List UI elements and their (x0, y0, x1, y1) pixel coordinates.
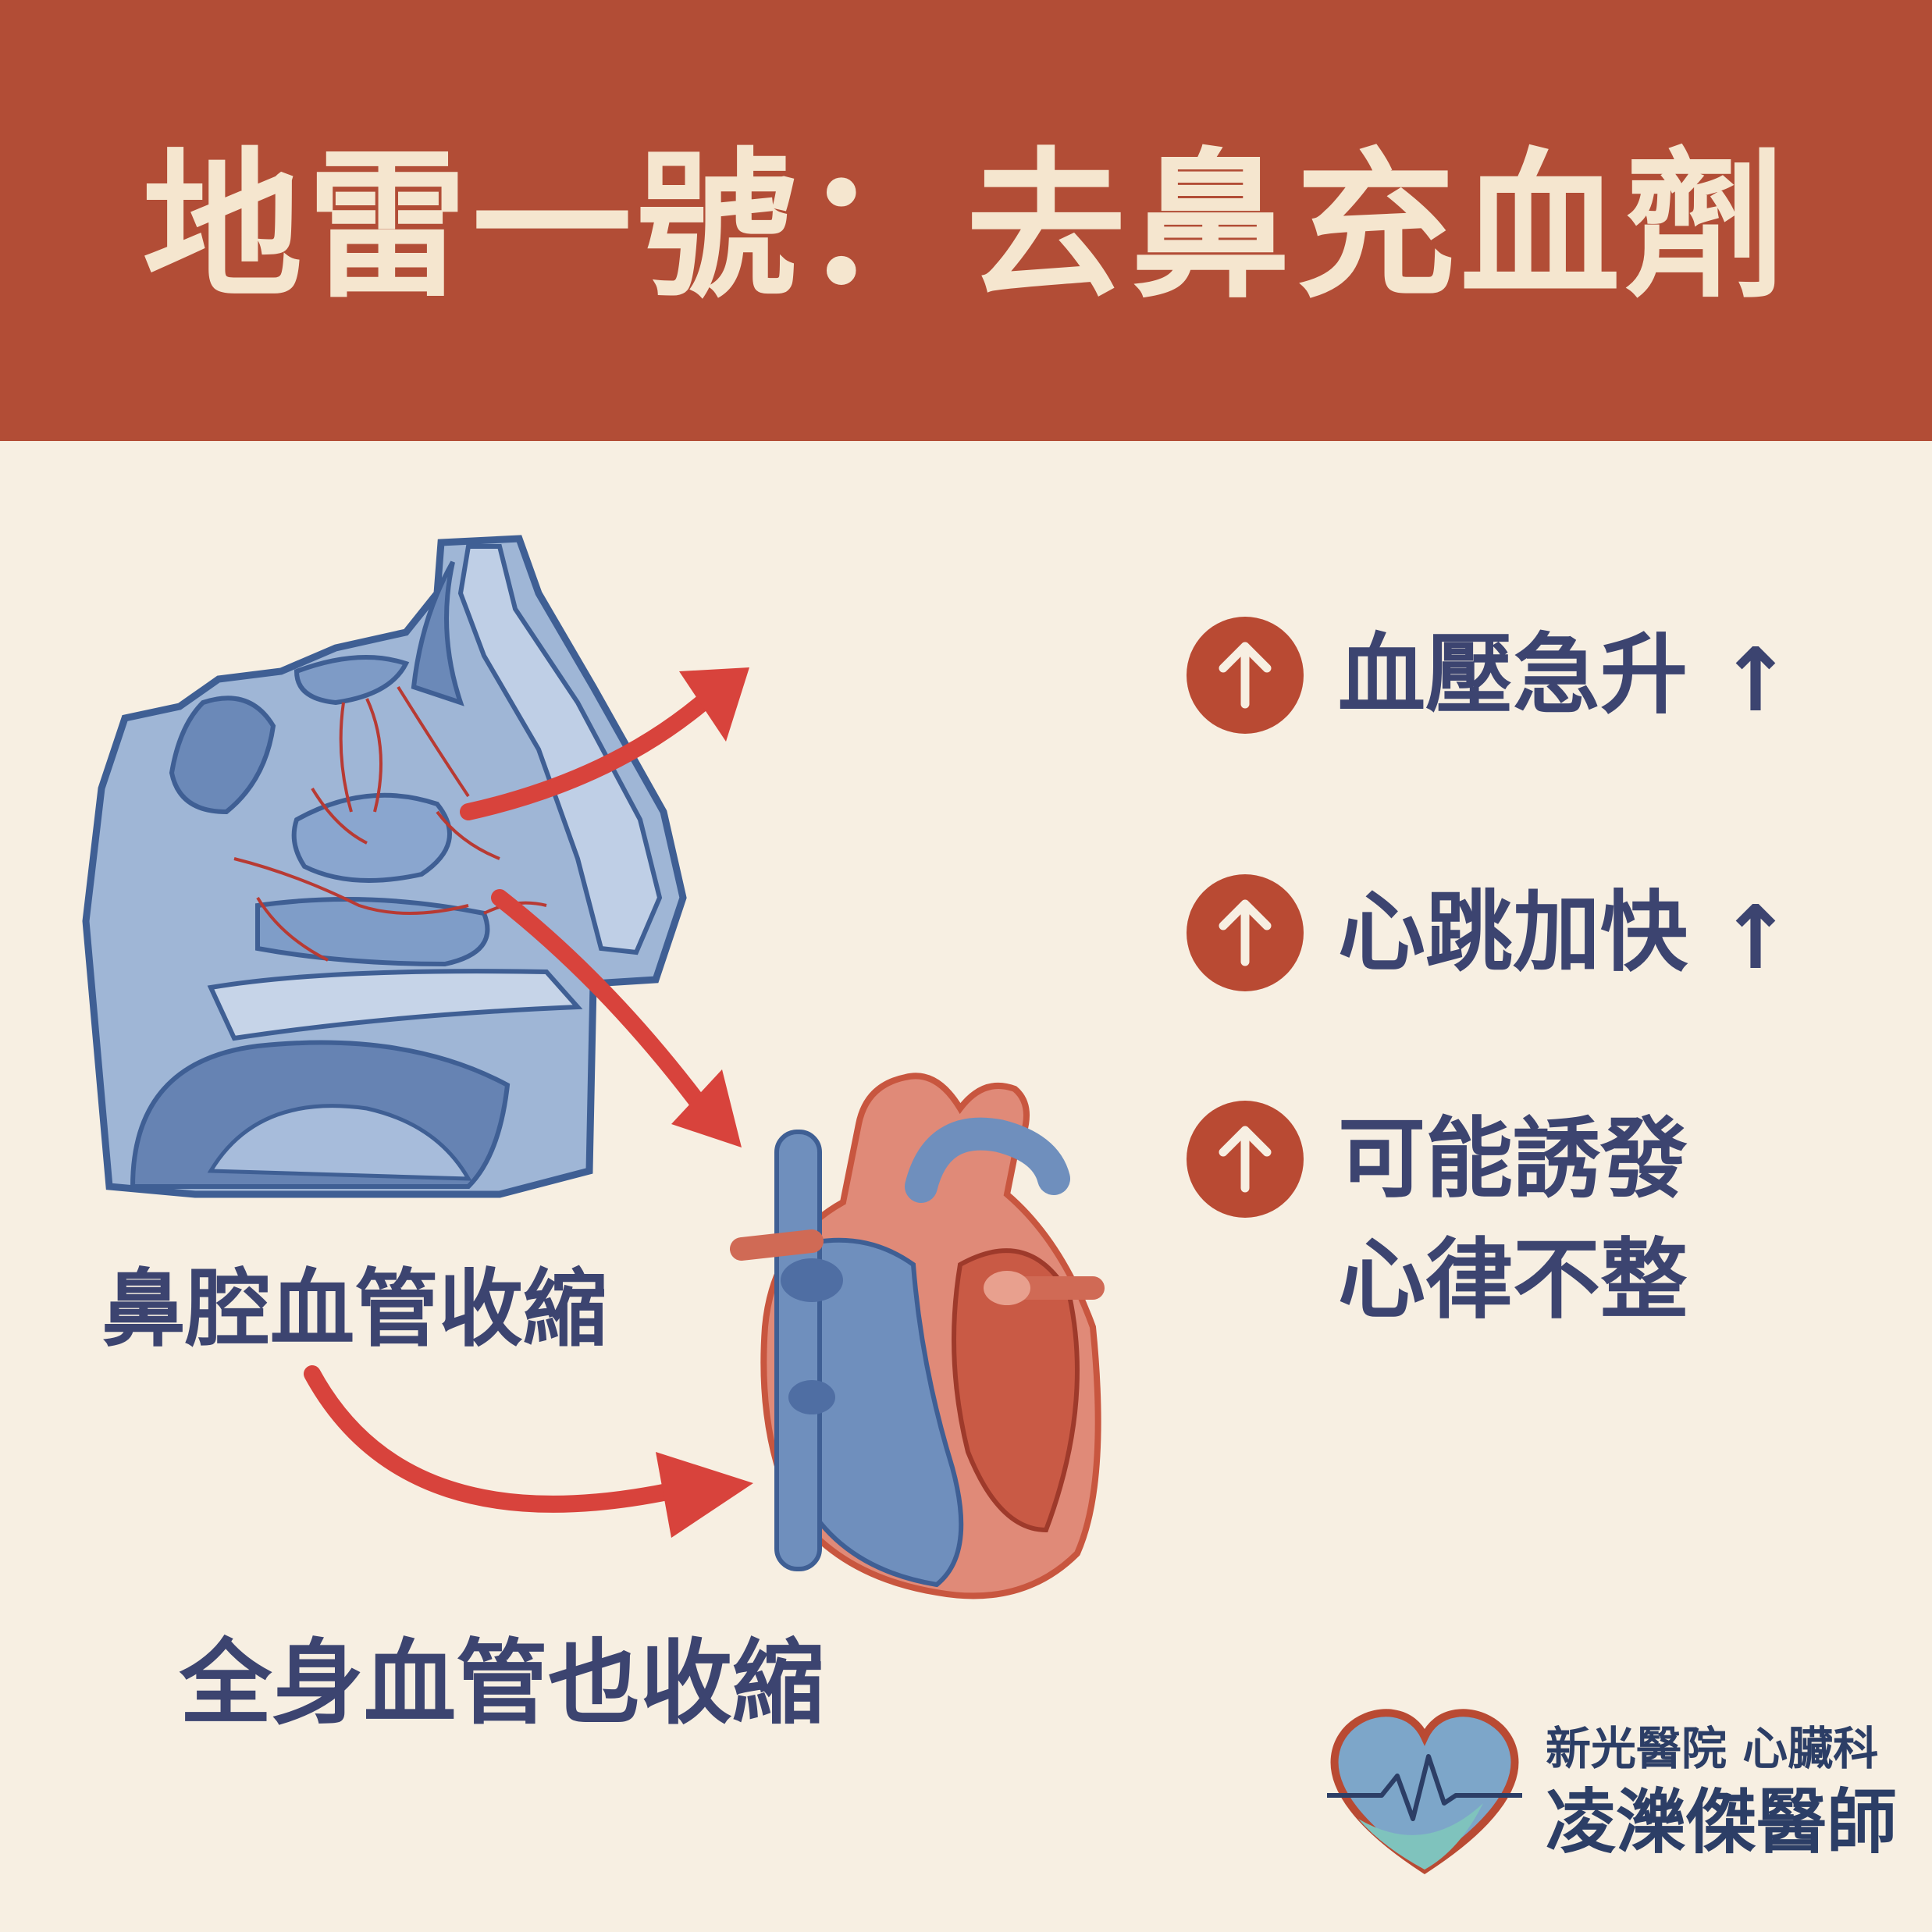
nasal-vessel-label: 鼻腔血管收縮 (101, 1261, 608, 1358)
up-arrow-icon: ↑ (1719, 888, 1792, 990)
effect-item-blood-pressure: 血壓急升 ↑ (1187, 617, 1792, 739)
arrow-nose-up (460, 667, 749, 820)
nasal-cavity-illustration (82, 535, 687, 1198)
up-arrow-icon (1187, 617, 1304, 734)
effect-label: 血壓急升 (1338, 624, 1688, 726)
hospital-department: 新光醫院 心臟科 (1546, 1722, 1879, 1775)
anatomy-illustration (82, 535, 1105, 1599)
doctor-name: 凌濼傑醫師 (1546, 1781, 1897, 1863)
title-banner: 地雷一號：去鼻充血劑 (0, 0, 1932, 441)
brand-signature: 新光醫院 心臟科 凌濼傑醫師 (1327, 1702, 1897, 1881)
effect-label: 心跳加快 (1338, 882, 1688, 984)
effect-item-arrhythmia: 可能誘發 心律不整 (1187, 1101, 1688, 1343)
effect-label-line1: 可能誘發 (1338, 1108, 1688, 1210)
effect-item-heart-rate: 心跳加快 ↑ (1187, 874, 1792, 997)
up-arrow-icon (1187, 1101, 1304, 1218)
arrow-nose-to-heart (491, 889, 742, 1147)
arrow-body-to-heart (304, 1365, 753, 1538)
heart-ecg-logo (1327, 1709, 1522, 1874)
up-arrow-icon (1187, 874, 1304, 991)
effect-label-line2: 心律不整 (1338, 1229, 1688, 1331)
systemic-vessel-label: 全身血管也收縮 (180, 1629, 825, 1737)
heart-illustration (730, 1073, 1105, 1599)
up-arrow-icon: ↑ (1719, 630, 1792, 732)
page-title: 地雷一號：去鼻充血劑 (142, 134, 1790, 320)
